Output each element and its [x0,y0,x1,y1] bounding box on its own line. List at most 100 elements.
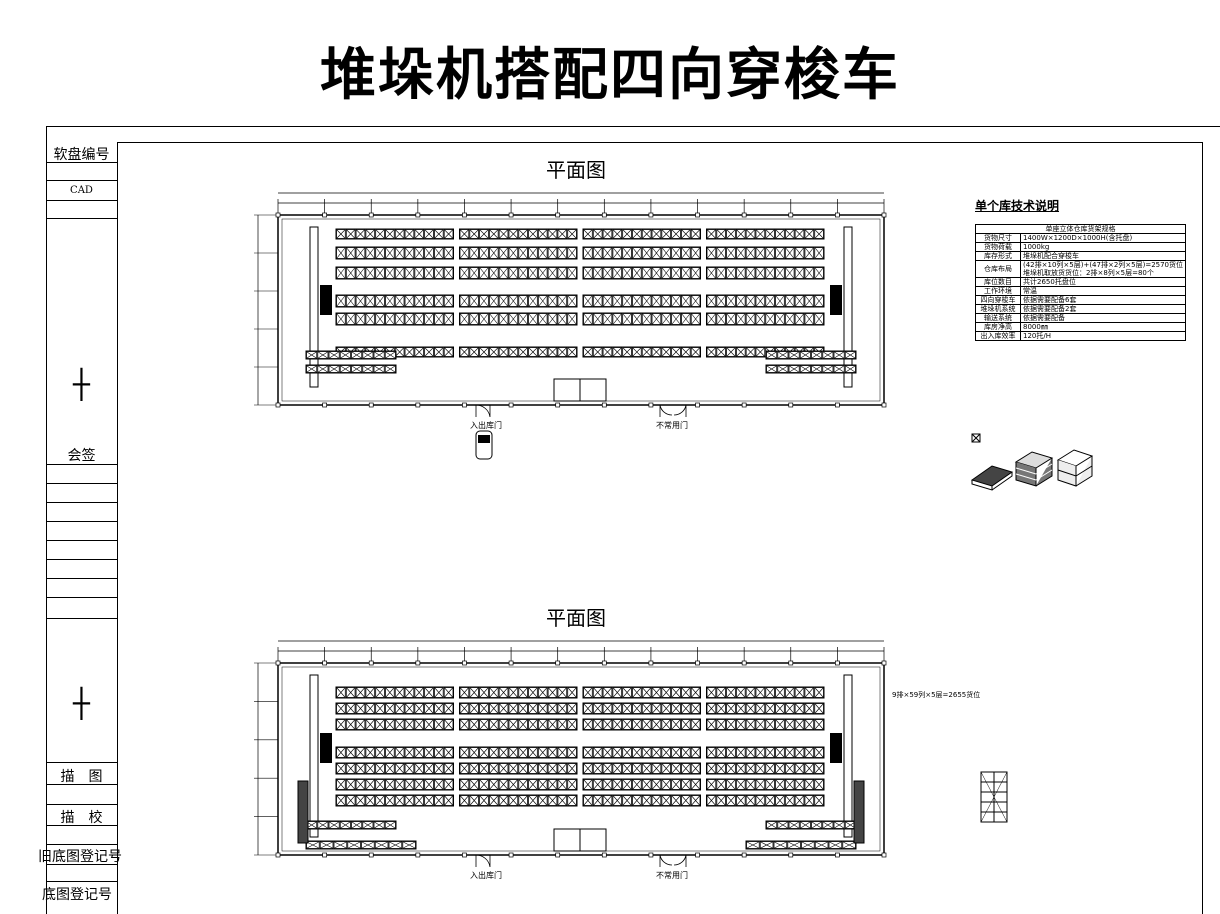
rack-cell [443,267,454,279]
rack-cell-cross [499,313,508,325]
rack-cell [690,687,701,698]
rack-cell-cross [756,719,765,730]
rack-cell [365,295,376,307]
rack-cell [537,763,548,774]
rack-cell [602,229,613,239]
rack-cell [784,779,795,790]
rack-cell-cross [375,229,385,239]
rack-cell-cross [726,719,736,730]
column [275,660,281,666]
rack-cell [671,295,681,307]
rack-cell [784,295,795,307]
rack-cell [745,295,756,307]
rack-cell [404,267,415,279]
rack-cell-cross [470,347,479,357]
rack-cell [537,703,548,714]
rack-cell [706,795,717,806]
rack-cell-cross [766,779,775,790]
rack-cell-cross [593,313,602,325]
rack-cell-cross [470,779,479,790]
rack-cell [651,267,662,279]
rack-cell-cross [489,795,498,806]
rack-cell-cross [306,821,317,829]
rack-cell [612,229,623,239]
rack-cell-cross [726,763,736,774]
rack-cell-cross [434,779,443,790]
rack-cell [414,703,425,714]
rack-cell [641,267,652,279]
rack-cell-cross [567,687,577,698]
rack-cell [765,267,775,279]
rack-cell [651,687,662,698]
rack-cell [612,747,623,758]
rack-block [765,364,857,374]
rack-cell-cross [528,747,538,758]
rack-cell-cross [538,779,547,790]
rack-cell-cross [509,347,518,357]
sidebar-divider [46,618,117,619]
pallet-illustration [970,433,1094,491]
specs-key: 输送系统 [975,313,1021,323]
rack-cell-cross [567,247,577,259]
specs-table-header: 单座立体仓库货架规格 [974,224,1187,234]
rack-cell [528,719,538,730]
sidebar-divider [46,825,117,826]
rack-cell-cross [444,703,453,714]
rack-cell-cross [366,779,375,790]
rack-cell [498,747,509,758]
rack-cell-cross [336,295,346,307]
rack-cell-cross [814,779,824,790]
rack-cell-cross [736,687,745,698]
rack-cell [498,347,509,357]
rack-cell [632,779,642,790]
rack-cell [414,763,425,774]
rack-cell-cross [395,719,404,730]
rack-cell [755,795,766,806]
rack-cell [498,795,509,806]
rack-cell [557,763,568,774]
rack-cell-cross [395,295,404,307]
rack-cell [681,267,691,279]
rack-cell [557,247,568,259]
column [835,212,840,218]
rack-cell-cross [593,747,602,758]
stacker-rail-right [843,674,853,838]
rack-cell-cross [434,247,443,259]
cad-label: CAD [70,185,93,196]
rack-cell [306,351,318,359]
sidebar-divider [46,881,117,882]
rack-cell-cross [405,247,414,259]
rack-cell-cross [775,719,785,730]
rack-cell [814,841,829,849]
drawing-inner-frame [117,142,1203,914]
rack-block [305,840,417,850]
rack-cell-cross [434,747,443,758]
rack-cell-cross [356,313,365,325]
rack-cell [488,795,499,806]
rack-cell-cross [652,763,661,774]
rack-cell [651,313,662,325]
rack-cell [794,703,805,714]
rack-cell [404,687,415,698]
rack-cell [365,763,376,774]
rack-cell-cross [662,687,671,698]
rack-cell-cross [603,779,612,790]
rack-cell [528,703,538,714]
rack-cell [661,687,672,698]
rack-cell-cross [356,795,365,806]
rack-cell-cross [583,347,593,357]
specs-value: 共计2650托盘位 [1019,277,1187,287]
rack-cell [788,821,800,829]
rack-cell [547,229,558,239]
rack-cell-cross [805,247,814,259]
specs-row: 库存形式堆垛机配合穿梭车 [975,251,1187,261]
rack-cell-cross [375,687,385,698]
rack-cell-cross [613,719,622,730]
rack-block [459,794,578,807]
rack-cell-cross [775,247,785,259]
rack-cell-cross [519,687,528,698]
column [881,660,887,666]
rack-cell-cross [583,313,593,325]
rack-cell-cross [528,313,538,325]
rack-cell-cross [519,763,528,774]
